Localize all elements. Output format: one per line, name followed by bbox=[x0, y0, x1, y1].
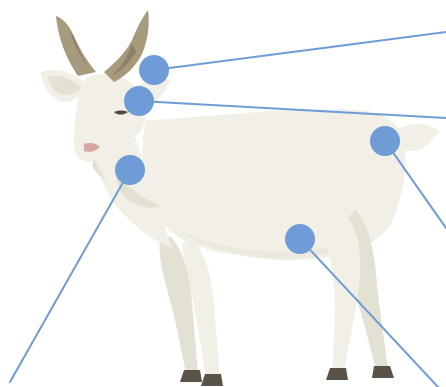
goat-ear-left-inner bbox=[48, 75, 82, 95]
marker-neck bbox=[115, 155, 145, 185]
markers bbox=[115, 55, 400, 254]
hoof bbox=[180, 370, 202, 382]
marker-rump-leader-line bbox=[384, 140, 446, 229]
hoof bbox=[372, 366, 394, 378]
goat-beard bbox=[92, 158, 106, 180]
hoof bbox=[326, 368, 348, 380]
marker-rump bbox=[370, 126, 400, 156]
front-leg-front bbox=[182, 236, 220, 378]
rear-leg-front bbox=[324, 206, 361, 371]
marker-belly bbox=[285, 224, 315, 254]
horn-right bbox=[104, 10, 149, 82]
leader-lines bbox=[9, 31, 446, 387]
marker-ear-top bbox=[139, 55, 169, 85]
marker-neck-leader-line bbox=[9, 169, 131, 383]
goat-nose bbox=[84, 143, 100, 152]
hoof bbox=[201, 374, 223, 386]
marker-belly-leader-line bbox=[299, 238, 439, 387]
horn-right-shade bbox=[112, 44, 136, 76]
marker-ear-bottom bbox=[124, 86, 154, 116]
horn-left-shade bbox=[70, 32, 88, 68]
goat-eye bbox=[114, 110, 128, 115]
belly-shade bbox=[180, 226, 372, 259]
front-leg-back bbox=[159, 236, 198, 374]
marker-ear-bottom-leader-line bbox=[138, 100, 446, 119]
goat bbox=[40, 10, 440, 386]
neck-fur bbox=[116, 174, 160, 208]
marker-ear-top-leader-line bbox=[153, 31, 446, 71]
